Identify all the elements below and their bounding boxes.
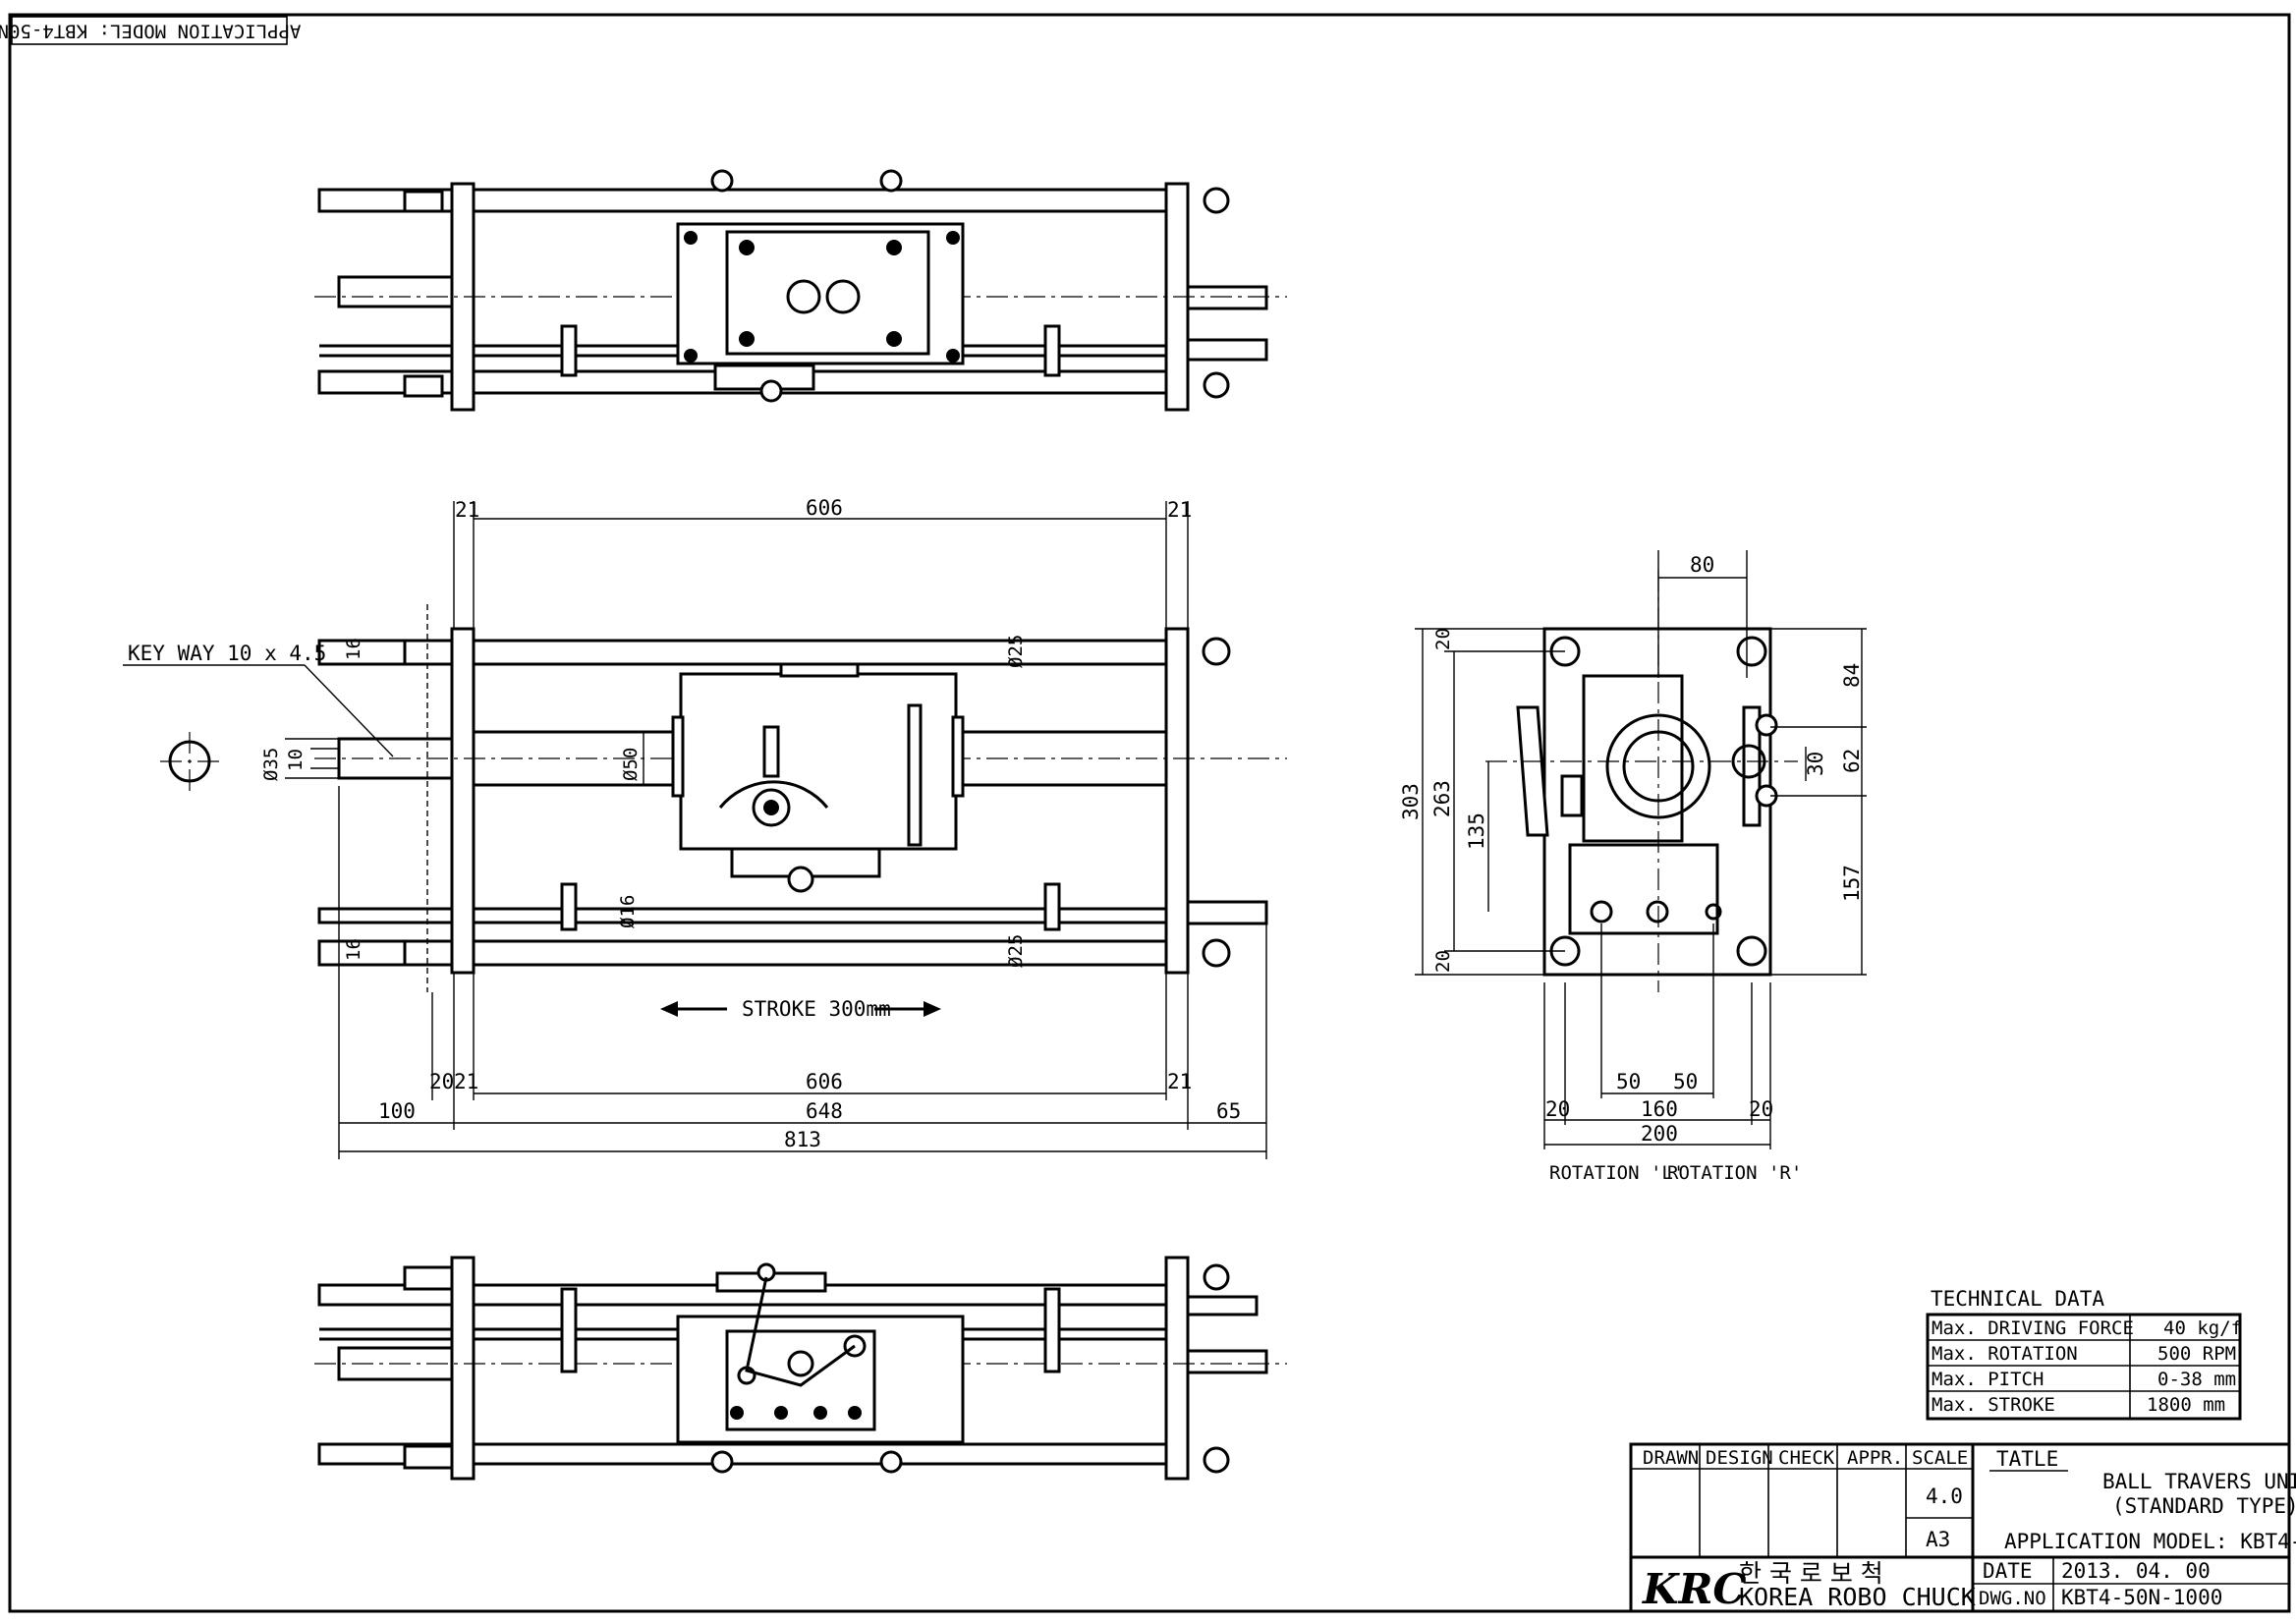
tech-row-label: Max. STROKE [1932, 1394, 2055, 1416]
company-english-name: KOREA ROBO CHUCK [1739, 1583, 1976, 1611]
tb-header-scale: SCALE [1912, 1447, 1968, 1469]
dim-100: 100 [378, 1099, 416, 1123]
dim-263: 263 [1430, 780, 1454, 817]
tb-title-label: TATLE [1996, 1447, 2058, 1471]
tb-size-value: A3 [1926, 1528, 1950, 1551]
drawing-border [8, 13, 2291, 1613]
dim-21-bottom-right: 21 [1167, 1070, 1192, 1093]
tb-application: APPLICATION MODEL: KBT4-50N [2004, 1530, 2296, 1553]
technical-data-table: TECHNICAL DATA Max. DRIVING FORCE 40 kg/… [1926, 1287, 2242, 1421]
dim-key10: 10 [285, 749, 307, 771]
tb-date-value: 2013. 04. 00 [2061, 1559, 2211, 1583]
dim-80: 80 [1690, 553, 1714, 577]
dim-62: 62 [1840, 749, 1864, 773]
tech-row-value: 40 kg/f [2163, 1317, 2242, 1339]
tb-dwg-value: KBT4-50N-1000 [2061, 1586, 2222, 1609]
company-korean-name: 한 국 로 보 척 [1739, 1559, 1883, 1588]
dim-20-top: 20 [1432, 628, 1454, 650]
tech-row-value: 0-38 mm [2157, 1369, 2236, 1390]
dim-50-right: 50 [1673, 1070, 1698, 1093]
dim-dia35: Ø35 [260, 748, 282, 781]
dim-160: 160 [1641, 1097, 1678, 1121]
dim-20-right: 20 [1749, 1097, 1773, 1121]
dim-813: 813 [784, 1128, 821, 1151]
tech-row-value: 1800 mm [2147, 1394, 2225, 1416]
dim-303: 303 [1399, 783, 1423, 820]
tech-row-label: Max. ROTATION [1932, 1343, 2078, 1365]
dim-dia25-top: Ø25 [1005, 635, 1027, 668]
dim-157: 157 [1840, 865, 1864, 902]
tb-header-appr: APPR. [1847, 1447, 1903, 1469]
tech-row-label: Max. PITCH [1932, 1369, 2044, 1390]
stroke-label: STROKE 300mm [742, 997, 891, 1021]
end-view-dimensions: 80 303 263 20 20 135 84 62 157 30 50 50 … [1399, 550, 1867, 1184]
tb-scale-value: 4.0 [1926, 1484, 1963, 1508]
dim-rod16-bottom: 16 [343, 938, 364, 961]
dim-65: 65 [1216, 1099, 1241, 1123]
dim-20-left: 20 [1545, 1097, 1570, 1121]
rotation-r-label: ROTATION 'R' [1667, 1162, 1802, 1184]
tb-header-drawn: DRAWN [1643, 1447, 1699, 1469]
top-view [314, 169, 1287, 412]
tb-title-line1: BALL TRAVERS UNIT [2102, 1470, 2296, 1493]
header-application-box: APPLICATION MODEL: KBT4-50N [0, 16, 301, 45]
tech-row-value: 500 RPM [2157, 1343, 2236, 1365]
dim-200: 200 [1641, 1122, 1678, 1146]
tb-header-design: DESIGN [1706, 1447, 1773, 1469]
dim-84: 84 [1840, 663, 1864, 688]
dim-20-bottom-v: 20 [1432, 950, 1454, 973]
dim-648: 648 [806, 1099, 843, 1123]
dim-dia25-bottom: Ø25 [1005, 934, 1027, 968]
company-logo: KRC [1642, 1565, 1746, 1613]
dim-dia50: Ø50 [620, 748, 642, 781]
dim-rod16-top: 16 [343, 638, 364, 660]
dim-50-left: 50 [1616, 1070, 1641, 1093]
dim-20-bottom: 20 [429, 1070, 454, 1093]
header-application-text: APPLICATION MODEL: KBT4-50N [0, 21, 301, 42]
technical-data-title: TECHNICAL DATA [1931, 1287, 2104, 1311]
tb-dwg-label: DWG.NO [1979, 1588, 2046, 1609]
stroke-annotation: STROKE 300mm [660, 997, 941, 1021]
dim-135: 135 [1465, 812, 1488, 850]
bottom-view [314, 1256, 1287, 1481]
keyway-label: KEY WAY 10 x 4.5 [128, 642, 326, 665]
title-block: DRAWN DESIGN CHECK APPR. SCALE 4.0 A3 TA… [1629, 1442, 2296, 1613]
rotation-l-label: ROTATION 'L' [1549, 1162, 1684, 1184]
side-view-annotations: KEY WAY 10 x 4.5 STROKE 300mm 21 606 21 … [123, 496, 1267, 1159]
dim-21-bottom-left: 21 [454, 1070, 478, 1093]
dim-21-top-left: 21 [455, 498, 479, 522]
tech-row-label: Max. DRIVING FORCE [1932, 1317, 2134, 1339]
end-view [1485, 570, 1798, 992]
tb-date-label: DATE [1983, 1559, 2033, 1583]
dim-dia16: Ø16 [617, 895, 639, 928]
tb-header-check: CHECK [1778, 1447, 1835, 1469]
dim-606-top: 606 [806, 496, 843, 520]
dim-30: 30 [1804, 752, 1827, 776]
tb-title-line2: (STANDARD TYPE) [2112, 1494, 2296, 1518]
dim-606-bottom: 606 [806, 1070, 843, 1093]
side-view [160, 604, 1287, 992]
dim-21-top-right: 21 [1167, 498, 1192, 522]
